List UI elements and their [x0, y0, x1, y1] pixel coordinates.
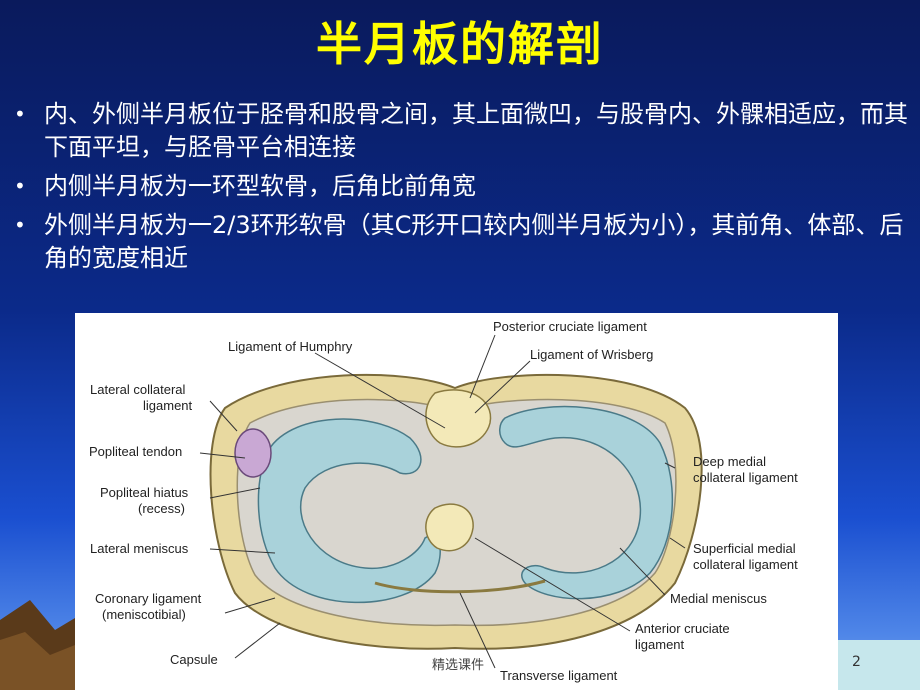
label-capsule: Capsule	[170, 652, 218, 667]
bullet-text: 内侧半月板为一环型软骨，后角比前角宽	[44, 172, 476, 200]
label-wrisberg: Ligament of Wrisberg	[530, 347, 654, 362]
medial-meniscus-shape	[499, 405, 674, 600]
label-lateral-meniscus: Lateral meniscus	[90, 541, 189, 556]
label-popliteal-tendon: Popliteal tendon	[89, 444, 183, 459]
bullet-list: • 内、外侧半月板位于胫骨和股骨之间，其上面微凹，与股骨内、外髁相适应，而其下面平…	[14, 98, 909, 281]
bullet-item: • 外侧半月板为一2/3环形软骨（其C形开口较内侧半月板为小），其前角、体部、后角…	[14, 209, 909, 275]
bullet-text: 外侧半月板为一2/3环形软骨（其C形开口较内侧半月板为小），其前角、体部、后角的…	[44, 211, 904, 272]
label-posterior-cruciate: Posterior cruciate ligament	[493, 319, 647, 334]
label-coronary-ligament: Coronary ligament	[95, 591, 202, 606]
page-number: 2	[852, 654, 861, 670]
footer-bar	[838, 640, 920, 690]
label-deep-medial-2: collateral ligament	[693, 470, 798, 485]
anatomy-drawing	[199, 334, 703, 669]
background-mountain	[0, 600, 90, 690]
label-deep-medial: Deep medial	[693, 454, 766, 469]
popliteal-tendon-shape	[234, 428, 272, 478]
bullet-item: • 内、外侧半月板位于胫骨和股骨之间，其上面微凹，与股骨内、外髁相适应，而其下面平…	[14, 98, 909, 164]
slide-title: 半月板的解剖	[316, 17, 604, 71]
bullet-text: 内、外侧半月板位于胫骨和股骨之间，其上面微凹，与股骨内、外髁相适应，而其下面平坦…	[44, 100, 908, 161]
label-transverse-ligament: Transverse ligament	[500, 668, 618, 683]
label-superficial-medial-2: collateral ligament	[693, 557, 798, 572]
label-lateral-collateral-2: ligament	[143, 398, 193, 413]
leader-lines	[199, 334, 686, 669]
lateral-meniscus-shape	[257, 418, 441, 604]
label-superficial-medial: Superficial medial	[693, 541, 796, 556]
label-medial-meniscus: Medial meniscus	[670, 591, 767, 606]
label-coronary-ligament-2: (meniscotibial)	[102, 607, 186, 622]
bullet-dot-icon: •	[14, 213, 26, 237]
label-popliteal-hiatus-2: (recess)	[138, 501, 185, 516]
label-ligament-humphry: Ligament of Humphry	[228, 339, 353, 354]
label-anterior-cruciate: Anterior cruciate	[635, 621, 730, 636]
label-lateral-collateral: Lateral collateral	[90, 382, 186, 397]
bullet-item: • 内侧半月板为一环型软骨，后角比前角宽	[14, 170, 909, 203]
footer-text: 精选课件	[432, 658, 485, 673]
anterior-cruciate-shape	[425, 503, 474, 552]
label-popliteal-hiatus: Popliteal hiatus	[100, 485, 189, 500]
meniscus-anatomy-figure: Ligament of Humphry Posterior cruciate l…	[75, 313, 838, 690]
bullet-dot-icon: •	[14, 102, 26, 126]
bullet-dot-icon: •	[14, 174, 26, 198]
transverse-ligament-shape	[374, 579, 546, 594]
posterior-cruciate-shape	[425, 389, 492, 448]
label-anterior-cruciate-2: ligament	[635, 637, 685, 652]
